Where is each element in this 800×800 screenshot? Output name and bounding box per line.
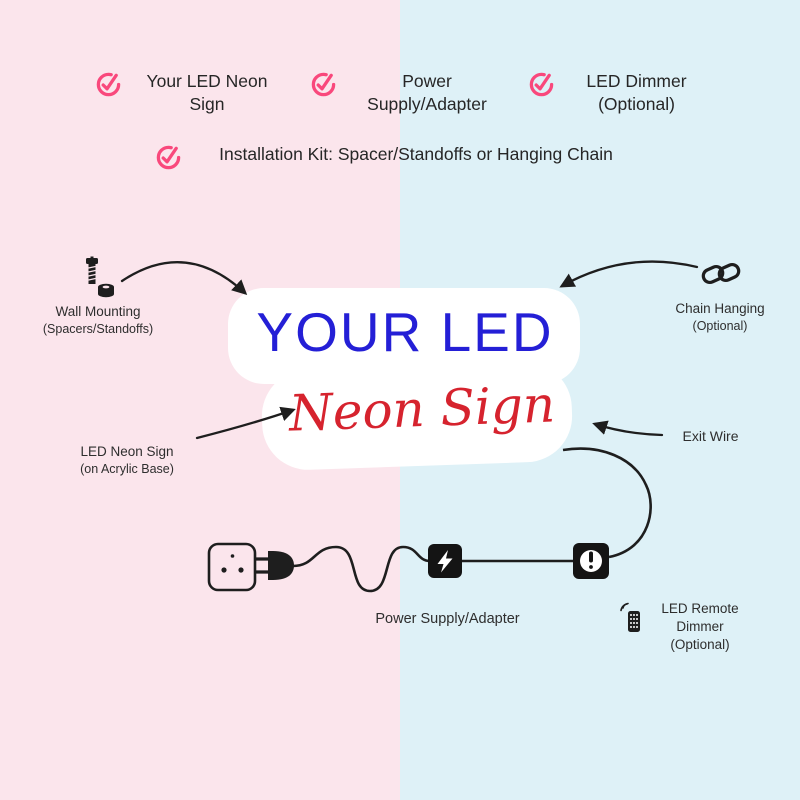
sign-text-line2: Neon Sign [288, 375, 556, 443]
checklist-item-label: Power Supply/Adapter [367, 71, 487, 115]
checklist-item: Your LED Neon Sign [95, 70, 283, 116]
checklist-item-label: Your LED Neon Sign [146, 71, 268, 115]
check-icon [95, 71, 122, 98]
exit-wire-label: Exit Wire [682, 428, 739, 444]
checklist-item: LED Dimmer (Optional) [528, 70, 709, 116]
checklist-item-label: LED Dimmer (Optional) [586, 71, 687, 115]
chain-hanging-title: Chain Hanging [675, 301, 765, 316]
checklist-item-label: Installation Kit: Spacer/Standoffs or Ha… [219, 144, 613, 164]
check-icon [528, 71, 555, 98]
wall-mounting-title: Wall Mounting [55, 304, 141, 319]
checklist-item: Power Supply/Adapter [310, 70, 508, 116]
led-neon-sign-label: LED Neon Sign (on Acrylic Base) [32, 443, 222, 477]
remote-dimmer-line3: (Optional) [670, 636, 730, 652]
remote-dimmer-label: LED Remote Dimmer (Optional) [645, 600, 755, 653]
check-icon [310, 71, 337, 98]
chain-hanging-label: Chain Hanging (Optional) [636, 300, 800, 334]
wall-mounting-subtitle: (Spacers/Standoffs) [42, 321, 154, 336]
remote-control-icon [620, 602, 640, 632]
led-neon-sign-subtitle: (on Acrylic Base) [80, 461, 174, 476]
check-icon [155, 144, 182, 171]
remote-dimmer-line1: LED Remote [661, 601, 739, 616]
led-neon-sign-title: LED Neon Sign [80, 444, 174, 459]
power-supply-label: Power Supply/Adapter [375, 611, 520, 627]
chain-hanging-subtitle: (Optional) [692, 318, 748, 333]
screw-standoff-icon [86, 256, 114, 298]
wall-mounting-label: Wall Mounting (Spacers/Standoffs) [7, 303, 189, 337]
checklist-item: Installation Kit: Spacer/Standoffs or Ha… [155, 143, 641, 171]
remote-dimmer-line2: Dimmer [676, 618, 724, 634]
sign-text-line1: YOUR LED [256, 301, 554, 363]
chain-link-icon [701, 262, 741, 285]
